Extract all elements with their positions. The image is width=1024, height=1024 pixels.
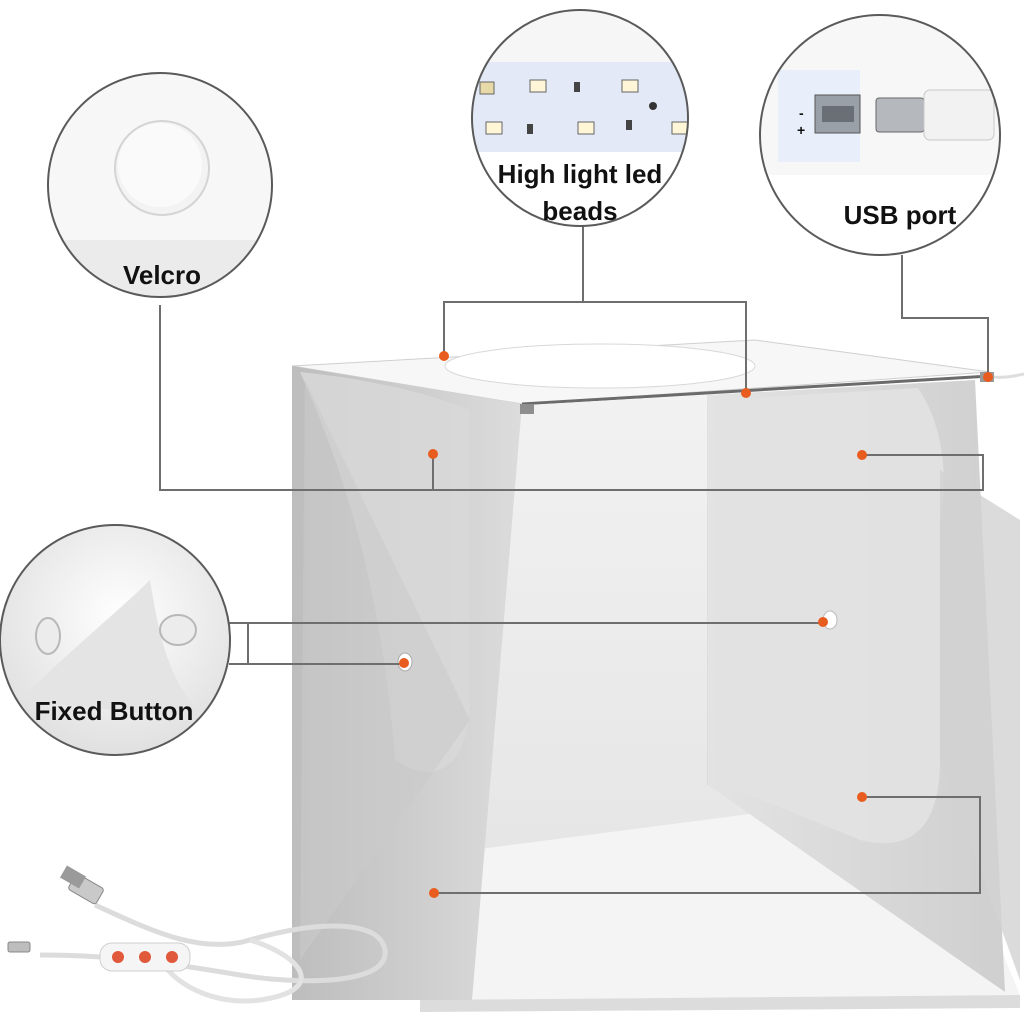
leader-velcro xyxy=(159,305,984,491)
markers xyxy=(399,351,993,898)
leader-usb xyxy=(901,255,989,377)
marker-right-wall xyxy=(857,792,867,802)
usb-cable-icon xyxy=(7,865,388,1004)
floor-edge xyxy=(420,995,1020,1012)
top-diffuser-circle xyxy=(444,343,756,389)
callout-velcro-border xyxy=(47,72,273,298)
led-label-line1: High light led xyxy=(498,159,663,189)
led-strip-edge xyxy=(521,374,991,406)
callout-button: Fixed Button xyxy=(0,524,231,756)
strip-clip xyxy=(520,404,534,414)
corner-usb-cord xyxy=(993,372,1024,379)
leader-button-box xyxy=(229,622,249,665)
led-chip-icon xyxy=(479,79,688,135)
leader-led-right xyxy=(583,301,747,393)
marker-velcro-right xyxy=(857,450,867,460)
leader-walls xyxy=(434,796,981,894)
lightbox xyxy=(291,339,1024,1012)
marker-floor xyxy=(429,888,439,898)
usb-label: USB port xyxy=(844,200,957,230)
right-flap xyxy=(940,470,1020,980)
marker-top-left xyxy=(439,351,449,361)
callout-velcro: Velcro xyxy=(47,72,273,298)
leader-lines xyxy=(159,226,989,894)
callout-led: High light led beads xyxy=(471,9,689,227)
micro-usb-icon xyxy=(875,89,995,141)
callout-usb: - + USB port xyxy=(759,14,1001,256)
usb-minus-label: - xyxy=(799,105,804,121)
marker-button-right xyxy=(818,617,828,627)
dimmer-switch-icon xyxy=(99,942,191,972)
marker-top-edge xyxy=(741,388,751,398)
callout-usb-border xyxy=(759,14,1001,256)
led-label-line2: beads xyxy=(542,196,617,226)
led-strip xyxy=(472,62,688,152)
leader-led xyxy=(443,226,584,355)
marker-button-left xyxy=(399,658,409,668)
button-label: Fixed Button xyxy=(35,696,194,726)
usb-plus-label: + xyxy=(797,122,805,138)
left-wall-shadow xyxy=(300,380,470,960)
velcro-label: Velcro xyxy=(123,260,201,290)
callout-led-border xyxy=(471,9,689,227)
callout-button-border xyxy=(0,524,231,756)
marker-velcro-left xyxy=(428,449,438,459)
fixed-button-icon xyxy=(35,614,197,655)
marker-usb xyxy=(983,372,993,382)
